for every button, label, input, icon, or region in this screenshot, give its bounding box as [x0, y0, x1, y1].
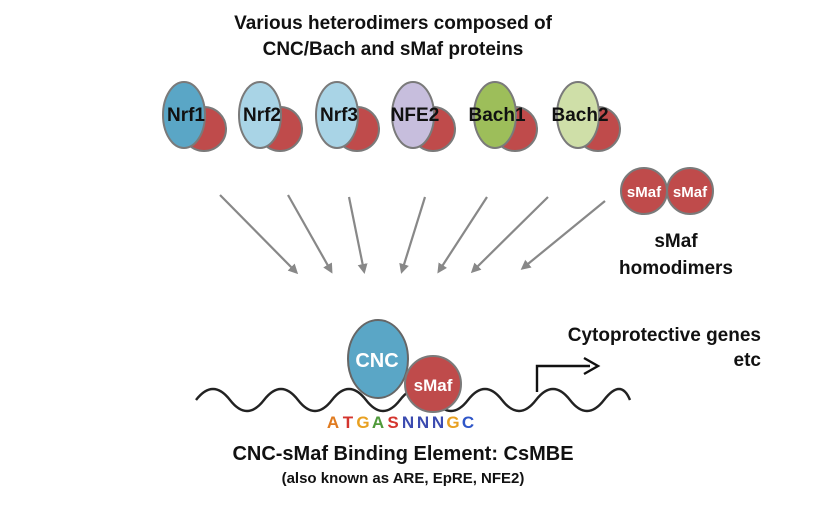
arrow-nrf1: [219, 194, 299, 275]
smaf-homodimer: sMaf sMaf sMaf homodimers: [619, 167, 733, 279]
heterodimer-cnc-subunit: [315, 81, 359, 149]
smaf-homodimer-caption-line2: homodimers: [619, 258, 733, 279]
heterodimer-nrf3: Nrf3: [315, 81, 380, 152]
heterodimer-cnc-subunit: [238, 81, 282, 149]
heterodimer-label: Nrf3: [320, 105, 358, 126]
arrow-nfe2: [399, 196, 427, 274]
smaf-homodimer-right-label: sMaf: [673, 184, 708, 201]
target-genes-line2: etc: [734, 350, 762, 371]
header-title-line2: CNC/Bach and sMaf proteins: [263, 39, 524, 60]
cnc-protein-label: CNC: [355, 350, 398, 372]
target-genes-line1: Cytoprotective genes: [568, 325, 761, 346]
smaf-homodimer-caption-line1: sMaf: [654, 231, 698, 252]
heterodimer-bach2: Bach2: [551, 81, 621, 152]
motif-letter: C: [462, 413, 474, 432]
arrow-nrf2: [287, 194, 333, 274]
arrow-smaf-homodimer: [520, 200, 606, 270]
heterodimer-row: Nrf1 Nrf2 Nrf3 NFE2 Bach1 Bach2: [162, 81, 621, 152]
arrow-bach1: [437, 196, 488, 274]
transcription-arrow: [535, 356, 601, 392]
motif-letter: N: [402, 413, 414, 432]
smaf-protein: [404, 355, 462, 413]
heterodimer-bach1: Bach1: [468, 81, 538, 152]
cnc-protein: [347, 319, 409, 399]
arrows-group: [219, 194, 606, 275]
motif-letter: G: [446, 413, 459, 432]
footer-subtitle: (also known as ARE, EpRE, NFE2): [282, 470, 525, 487]
smaf-homodimer-right: [666, 167, 714, 215]
heterodimer-nrf1: Nrf1: [162, 81, 227, 152]
smaf-protein-label: sMaf: [414, 376, 453, 395]
heterodimer-label: Nrf2: [243, 105, 281, 126]
motif-letter: N: [417, 413, 429, 432]
arrow-bach2: [470, 196, 549, 274]
heterodimer-cnc-subunit: [162, 81, 206, 149]
header-title-line1: Various heterodimers composed of: [234, 13, 552, 34]
heterodimer-label: Bach2: [551, 105, 608, 126]
motif-letter: G: [356, 413, 369, 432]
heterodimer-label: Bach1: [468, 105, 525, 126]
heterodimer-label: Nrf1: [167, 105, 205, 126]
motif-letter: T: [343, 413, 354, 432]
heterodimer-cnc-subunit: [391, 81, 435, 149]
heterodimer-label: NFE2: [391, 105, 440, 126]
heterodimer-cnc-subunit: [473, 81, 517, 149]
motif-letter: S: [387, 413, 398, 432]
motif-letter: N: [432, 413, 444, 432]
motif-letter: A: [327, 413, 339, 432]
smaf-homodimer-left-label: sMaf: [627, 184, 662, 201]
footer-title: CNC-sMaf Binding Element: CsMBE: [232, 443, 573, 465]
arrow-nrf3: [347, 196, 368, 274]
heterodimer-cnc-subunit: [556, 81, 600, 149]
motif-letter: A: [372, 413, 384, 432]
heterodimer-nfe2: NFE2: [391, 81, 456, 152]
bound-complex: CNC sMaf: [347, 319, 462, 413]
heterodimer-nrf2: Nrf2: [238, 81, 303, 152]
